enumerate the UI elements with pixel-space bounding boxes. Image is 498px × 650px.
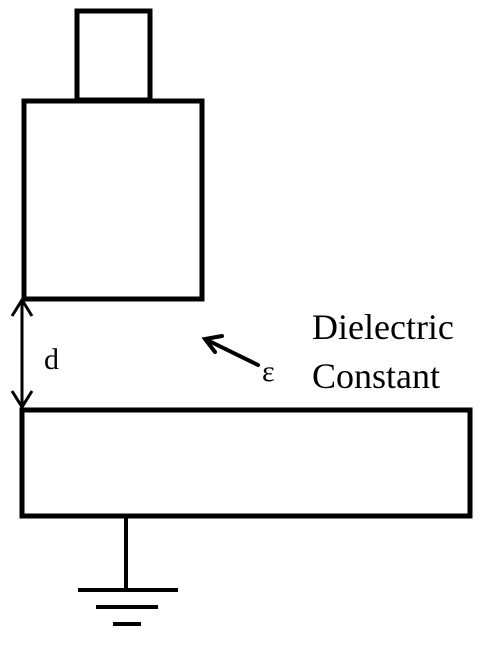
dielectric-label-line1: Dielectric (312, 307, 454, 347)
ground-symbol (78, 518, 178, 626)
dielectric-label-line2: Constant (312, 356, 441, 396)
target-plate (19, 407, 473, 519)
dielectric-pointer-arrow (201, 334, 260, 367)
gap-arrow (10, 297, 34, 410)
gap-distance-label: d (44, 343, 59, 376)
probe-connector (74, 8, 153, 103)
epsilon-symbol: ε (262, 355, 275, 388)
probe-body (21, 98, 205, 302)
